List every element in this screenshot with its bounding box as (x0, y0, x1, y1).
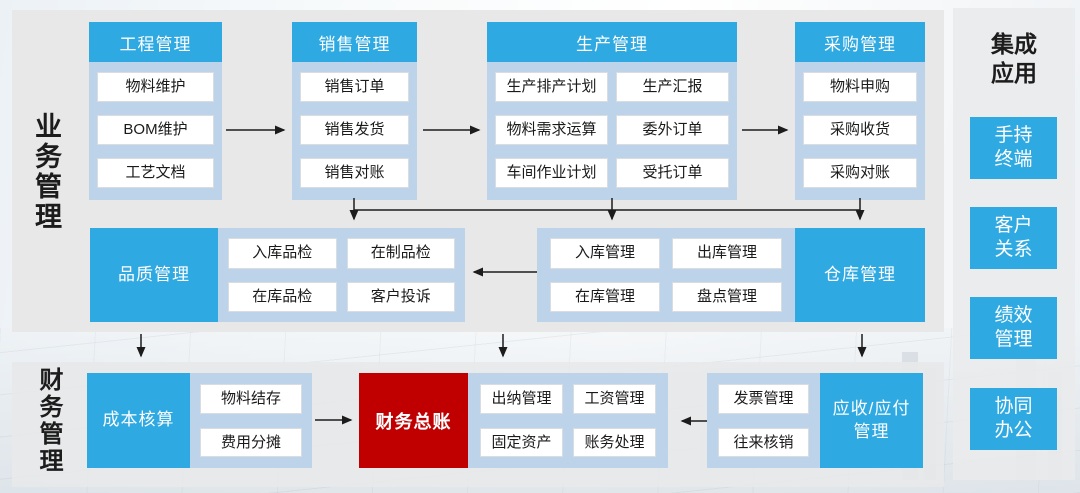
warehouse-items-container: 入库管理 出库管理 在库管理 盘点管理 (537, 228, 795, 322)
node-expense-allocation: 费用分摊 (200, 427, 302, 457)
node-material-maintenance: 物料维护 (97, 72, 214, 102)
ar-ap-line1: 应收/应付 (832, 398, 911, 418)
ar-ap-management-box: 应收/应付 管理 (820, 373, 923, 468)
group-sales: 销售管理 销售订单 销售发货 销售对账 (292, 22, 417, 200)
sidebar-item-text: 手持 (994, 125, 1033, 146)
node-inprocess-inspection: 在制品检 (346, 238, 455, 269)
node-shopfloor-plan: 车间作业计划 (495, 158, 608, 188)
node-material-balance: 物料结存 (200, 384, 302, 414)
group-procurement: 采购管理 物料申购 采购收货 采购对账 (795, 22, 925, 200)
integrated-apps-title: 集成 应用 (953, 30, 1075, 88)
cashier-items-container: 出纳管理 工资管理 固定资产 账务处理 (468, 373, 668, 468)
warehouse-management-box: 仓库管理 (795, 228, 925, 322)
sidebar-item-performance-management: 绩效管理 (970, 297, 1057, 359)
node-production-report: 生产汇报 (616, 72, 729, 102)
group-procurement-title: 采购管理 (795, 22, 925, 62)
sidebar-item-text: 绩效 (994, 305, 1033, 326)
node-sales-order: 销售订单 (300, 72, 409, 102)
node-accounting-processing: 账务处理 (573, 427, 656, 457)
sidebar-item-text: 终端 (994, 149, 1033, 170)
node-invoice-management: 发票管理 (718, 384, 809, 414)
sidebar-item-text: 协同 (994, 396, 1033, 417)
node-cashier-management: 出纳管理 (480, 384, 563, 414)
node-sales-shipment: 销售发货 (300, 115, 409, 145)
general-ledger-box: 财务总账 (359, 373, 468, 468)
node-process-documents: 工艺文档 (97, 158, 214, 188)
sidebar-item-text: 关系 (994, 239, 1033, 260)
group-production: 生产管理 生产排产计划 物料需求运算 车间作业计划 生产汇报 委外订单 受托订单 (487, 22, 737, 200)
node-transaction-writeoff: 往来核销 (718, 427, 809, 457)
quality-management-box: 品质管理 (90, 228, 218, 322)
node-payroll-management: 工资管理 (573, 384, 656, 414)
sidebar-item-text: 办公 (994, 420, 1033, 441)
node-incoming-inspection: 入库品检 (228, 238, 337, 269)
sidebar-item-text: 客户 (994, 215, 1033, 236)
sidebar-item-text: 管理 (994, 329, 1033, 350)
node-outsourcing-order: 委外订单 (616, 115, 729, 145)
node-instock-management: 在库管理 (550, 281, 660, 312)
node-inbound-management: 入库管理 (550, 238, 660, 269)
invoice-items-container: 发票管理 往来核销 (707, 373, 820, 468)
sidebar-item-handheld-terminal: 手持终端 (970, 117, 1057, 179)
group-production-title: 生产管理 (487, 22, 737, 62)
group-sales-title: 销售管理 (292, 22, 417, 62)
node-bom-maintenance: BOM维护 (97, 115, 214, 145)
ar-ap-line2: 管理 (853, 421, 890, 441)
node-purchase-receiving: 采购收货 (803, 115, 917, 145)
cost-items-container: 物料结存 费用分摊 (190, 373, 312, 468)
node-material-requisition: 物料申购 (803, 72, 917, 102)
group-engineering-title: 工程管理 (89, 22, 222, 62)
node-purchase-reconciliation: 采购对账 (803, 158, 917, 188)
integrated-apps-title-line1: 集成 (991, 31, 1037, 57)
node-entrusted-order: 受托订单 (616, 158, 729, 188)
quality-items-container: 入库品检 在制品检 在库品检 客户投诉 (218, 228, 465, 322)
finance-section-label: 财务管理 (35, 367, 62, 475)
node-production-scheduling: 生产排产计划 (495, 72, 608, 102)
business-section-label: 业务管理 (31, 112, 61, 232)
node-customer-complaint: 客户投诉 (346, 281, 455, 312)
node-sales-reconciliation: 销售对账 (300, 158, 409, 188)
integrated-apps-title-line2: 应用 (991, 60, 1037, 86)
node-stocktaking-management: 盘点管理 (672, 281, 782, 312)
node-fixed-assets: 固定资产 (480, 427, 563, 457)
sidebar-item-customer-relations: 客户关系 (970, 207, 1057, 269)
cost-accounting-box: 成本核算 (87, 373, 190, 468)
node-outbound-management: 出库管理 (672, 238, 782, 269)
sidebar-item-collaborative-office: 协同办公 (970, 388, 1057, 450)
node-instock-inspection: 在库品检 (228, 281, 337, 312)
node-mrp-calculation: 物料需求运算 (495, 115, 608, 145)
group-engineering: 工程管理 物料维护 BOM维护 工艺文档 (89, 22, 222, 200)
